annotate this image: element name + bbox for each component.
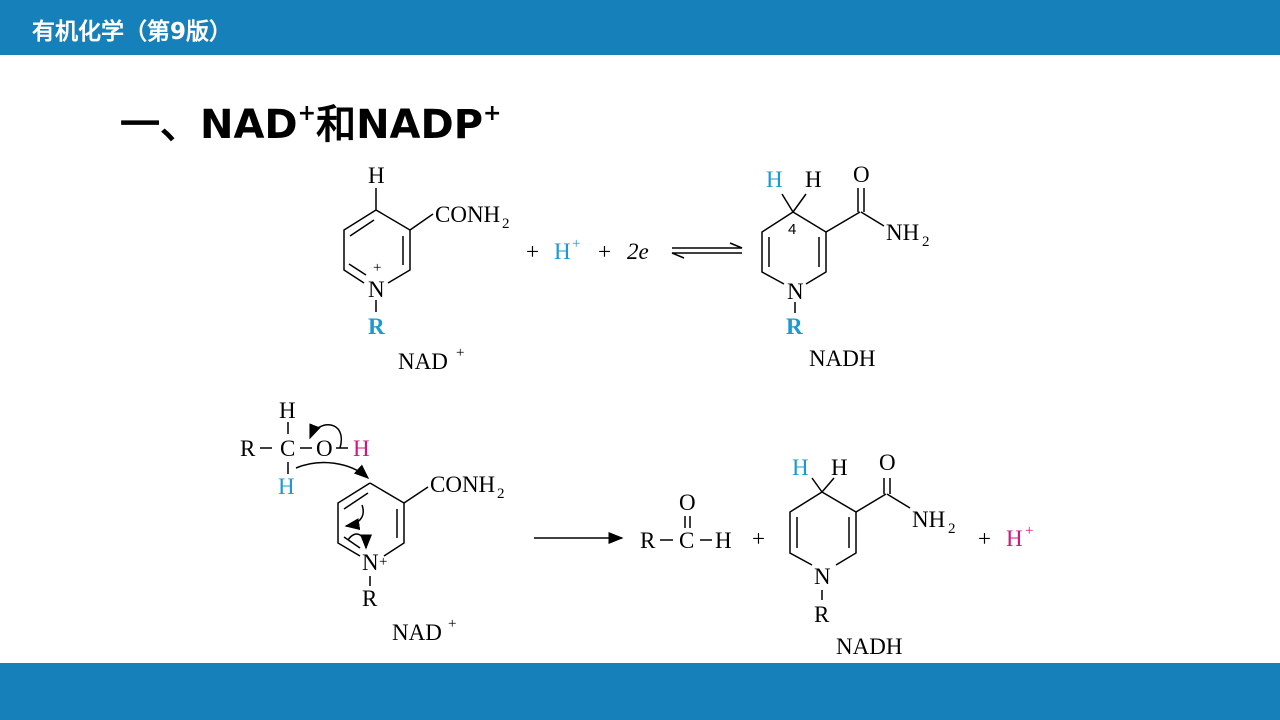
nadh-structure-bottom: H H O NH 2 N R NADH [789,450,956,659]
heading-sup2: + [483,101,502,126]
proton-sup: + [1025,523,1033,539]
curved-arrow [344,504,364,531]
nadh-label: NADH [809,346,875,371]
proton: H [554,239,571,264]
r-group: R [362,586,378,611]
position-label: 4 [788,221,796,238]
footer-bar [0,663,1280,720]
subscript: 2 [502,216,510,232]
nad-structure-top: H CONH 2 + N R NAD + [343,163,510,374]
nad-label-sup: + [456,345,464,361]
nadh-label: NADH [836,634,902,659]
c-atom: C [280,436,295,461]
plus-sign: + [526,239,539,264]
curved-arrow [295,461,370,479]
nad-label: NAD [398,349,448,374]
charge: + [373,260,381,276]
equation-terms: + H + + 2e [526,236,743,264]
section-heading: 一、NAD+和NADP+ [120,92,501,150]
h-atom: H [805,167,822,192]
subscript: 2 [948,521,956,537]
o-atom: O [679,490,696,515]
r-group: R [240,436,256,461]
h-atom: H [715,528,732,553]
alcohol-structure: H R C O H H [240,398,370,499]
h-atom: H [368,163,385,188]
n-atom: N [368,277,385,302]
conh2-group: CONH [435,202,500,227]
plus-sign: + [598,239,611,264]
n-atom: N [814,564,831,589]
subscript: 2 [497,486,505,502]
plus-sign: + [752,526,765,551]
equilibrium-arrow-forward [672,242,743,249]
h-atom-pink: H [353,436,370,461]
heading-middle: 和NADP [316,102,484,148]
charge: + [379,554,387,570]
h-atom-blue: H [792,455,809,480]
r-group: R [814,602,830,627]
n-atom: N [362,550,379,575]
proton: H [1006,526,1023,551]
o-atom: O [879,450,896,475]
conh2-group: CONH [430,472,495,497]
plus-sign: + [978,526,991,551]
curved-arrow [309,423,343,449]
course-title: 有机化学（第9版） [32,19,233,45]
o-atom: O [316,436,333,461]
r-group: R [640,528,656,553]
r-group: R [786,314,803,339]
nad-structure-bottom: CONH 2 N + R NAD + [337,472,505,645]
nad-label-sup: + [448,616,456,632]
equilibrium-arrow-back [671,252,742,259]
nadh-structure-top: H H 4 O NH 2 N R NADH [761,162,930,371]
header-bar: 有机化学（第9版） [0,0,1280,55]
nh2-group: NH [886,220,919,245]
c-atom: C [679,528,694,553]
o-atom: O [853,162,870,187]
r-group: R [368,314,385,339]
heading-prefix: 一、NAD [120,102,298,148]
proton-sup: + [572,236,580,252]
h-atom-blue: H [766,167,783,192]
n-atom: N [787,279,804,304]
h-atom: H [279,398,296,423]
h-atom: H [831,455,848,480]
subscript: 2 [922,234,930,250]
electrons: 2e [627,239,649,264]
nh2-group: NH [912,507,945,532]
h-atom-blue: H [278,474,295,499]
aldehyde-structure: O R C H [640,490,732,553]
heading-sup1: + [297,101,317,126]
curved-arrow [347,533,372,550]
nad-label: NAD [392,620,442,645]
